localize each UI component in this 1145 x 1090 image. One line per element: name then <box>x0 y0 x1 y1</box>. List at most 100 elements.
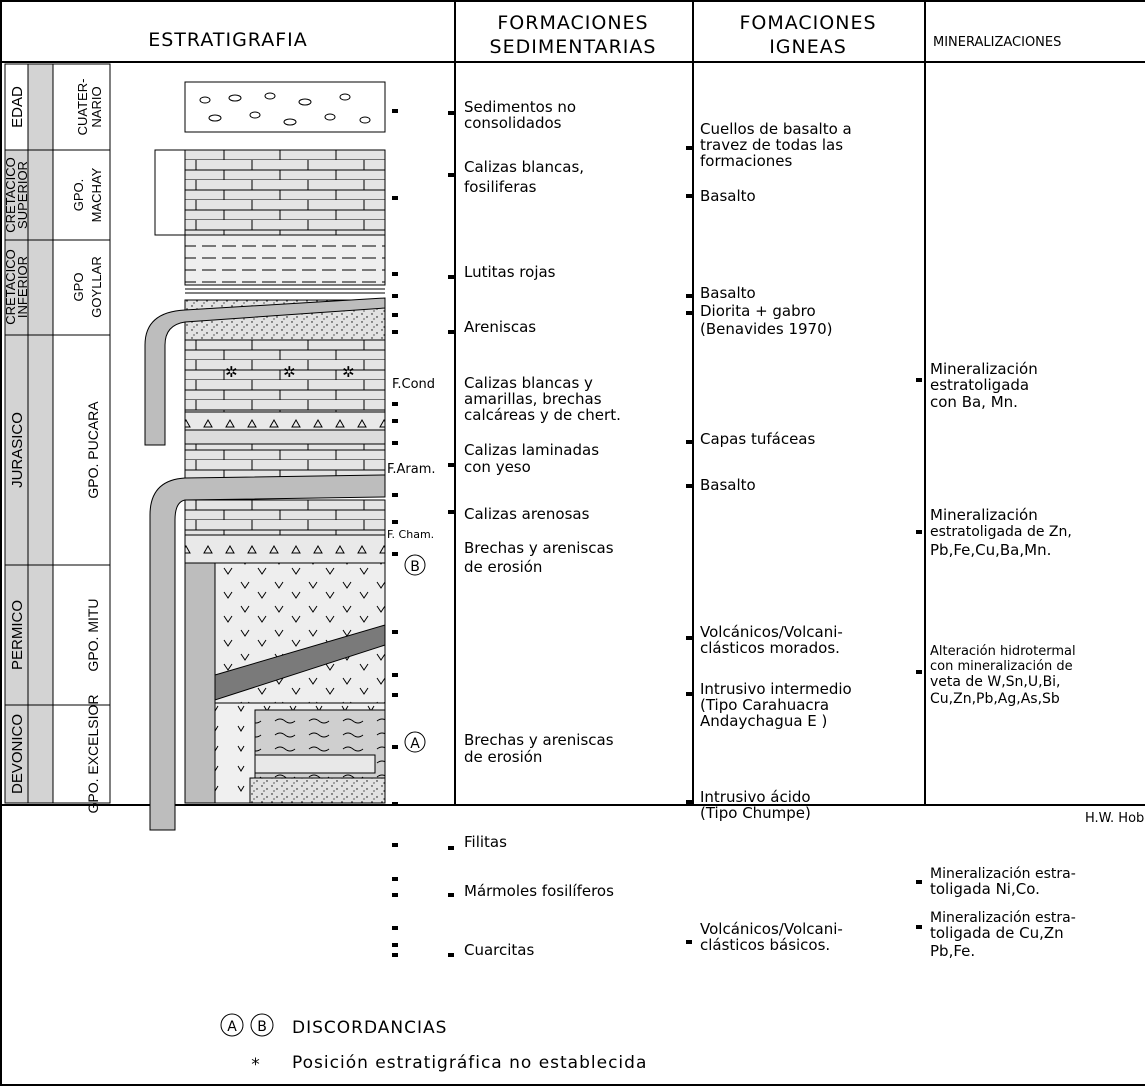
ign-text-11: Intrusivo intermedio <box>700 680 852 698</box>
ign-text-2: formaciones <box>700 152 792 170</box>
min-text-12: Mineralización estra- <box>930 910 1076 926</box>
sed-text-11: Calizas arenosas <box>464 505 590 523</box>
min-text-10: Mineralización estra- <box>930 866 1076 882</box>
min-text-11: toligada Ni,Co. <box>930 880 1040 898</box>
layer-cuarcitas <box>249 777 386 804</box>
sed-text-14: Brechas y areniscas <box>464 731 614 749</box>
age-column <box>4 63 111 804</box>
header-form-sed-2: SEDIMENTARIAS <box>490 36 657 58</box>
svg-text:✲: ✲ <box>283 363 296 381</box>
position-dots <box>392 109 922 957</box>
legend-a-symbol <box>220 1013 244 1037</box>
min-text-5: Pb,Fe,Cu,Ba,Mn. <box>930 541 1051 559</box>
ign-text-7: Capas tufáceas <box>700 430 815 448</box>
igneas-list: Cuellos de basalto a travez de todas las… <box>700 120 852 954</box>
label-f-cond: F.Cond <box>392 377 435 392</box>
min-text-6: Alteración hidrotermal <box>930 644 1076 659</box>
min-text-3: Mineralización <box>930 506 1038 524</box>
ign-text-12: (Tipo Carahuacra <box>700 696 829 714</box>
sed-text-16: Filitas <box>464 833 507 851</box>
min-text-4: estratoligada de Zn, <box>930 524 1072 540</box>
ign-text-6: (Benavides 1970) <box>700 320 832 338</box>
legend: H.W. Hobe A B DISCORDANCIAS * Posición e… <box>220 811 1145 1075</box>
ign-text-13: Andaychagua E ) <box>700 712 827 730</box>
header-form-ign-1: FOMACIONES <box>739 12 876 34</box>
sed-text-4: Lutitas rojas <box>464 263 556 281</box>
min-text-1: estratoligada <box>930 376 1029 394</box>
svg-text:✲: ✲ <box>342 363 355 381</box>
label-f-aram: F.Aram. <box>387 462 436 477</box>
label-permico: PERMICO <box>9 600 26 670</box>
label-cretacico-sup-1: CRETACICO <box>3 157 18 233</box>
layer-brechas-erosion-b <box>184 534 386 564</box>
lithologic-column: ✲ ✲ ✲ B A F.Cond F.Aram. F. Cham. <box>144 81 436 831</box>
label-edad: EDAD <box>9 86 26 128</box>
sed-text-7: amarillas, brechas <box>464 390 602 408</box>
basalt-sill-lower <box>149 474 386 831</box>
min-text-9: Cu,Zn,Pb,Ag,As,Sb <box>930 691 1060 707</box>
layer-calizas-arenosas <box>184 499 386 536</box>
layer-filitas <box>254 709 386 786</box>
min-text-7: con mineralización de <box>930 659 1073 674</box>
ign-text-8: Basalto <box>700 476 756 494</box>
ign-text-4: Basalto <box>700 284 756 302</box>
header-form-ign-2: IGNEAS <box>769 36 847 58</box>
legend-asterisk: * <box>251 1055 261 1075</box>
label-cretacico-inf-2: INFERIOR <box>15 256 30 318</box>
ign-text-10: clásticos morados. <box>700 639 840 657</box>
label-cuaternario-2: NARIO <box>89 86 104 127</box>
ign-text-5: Diorita + gabro <box>700 302 816 320</box>
ign-text-3: Basalto <box>700 187 756 205</box>
header-mineralizaciones: MINERALIZACIONES <box>933 35 1061 50</box>
min-text-2: con Ba, Mn. <box>930 393 1018 411</box>
label-cretacico-sup-2: SUPERIOR <box>15 161 30 229</box>
label-devonico: DEVONICO <box>9 714 26 794</box>
sed-text-15: de erosión <box>464 748 542 766</box>
discordance-b-label: B <box>410 559 420 575</box>
label-machay-1: GPO. <box>71 179 86 212</box>
label-pucara: GPO. PUCARA <box>85 401 101 499</box>
sed-text-1: consolidados <box>464 114 562 132</box>
sed-text-6: Calizas blancas y <box>464 374 593 392</box>
layer-sedimentos <box>184 81 386 133</box>
label-goyllar-1: GPO <box>71 273 86 302</box>
headers: ESTRATIGRAFIA FORMACIONES SEDIMENTARIAS … <box>148 12 1061 58</box>
mitu-dark-band <box>214 624 386 701</box>
min-text-14: Pb,Fe. <box>930 942 975 960</box>
label-machay-2: MACHAY <box>89 167 104 222</box>
layer-lutitas <box>184 234 386 286</box>
sed-text-2: Calizas blancas, <box>464 158 584 176</box>
sed-text-3: fosiliferas <box>464 178 537 196</box>
label-jurasico: JURASICO <box>9 412 26 488</box>
legend-b-symbol <box>250 1013 274 1037</box>
sedimentarias-list: Sedimentos no consolidados Calizas blanc… <box>464 98 621 959</box>
svg-text:✲: ✲ <box>225 363 238 381</box>
ign-text-17: clásticos básicos. <box>700 936 830 954</box>
header-estratigrafia: ESTRATIGRAFIA <box>148 29 308 51</box>
min-text-8: veta de W,Sn,U,Bi, <box>930 674 1061 690</box>
label-f-cham: F. Cham. <box>387 528 434 541</box>
layer-calizas-machay <box>184 149 386 236</box>
min-text-0: Mineralización <box>930 360 1038 378</box>
ign-text-1: travez de todas las <box>700 136 843 154</box>
legend-asterisk-text: Posición estratigráfica no establecida <box>292 1053 647 1073</box>
age-labels: EDAD CRETACICO SUPERIOR CRETACICO INFERI… <box>3 86 30 794</box>
layer-calizas-yeso <box>184 443 386 481</box>
min-text-13: toligada de Cu,Zn <box>930 924 1064 942</box>
ign-text-16: Volcánicos/Volcani- <box>700 920 843 938</box>
sed-text-10: con yeso <box>464 458 531 476</box>
sed-text-0: Sedimentos no <box>464 98 576 116</box>
layer-marmoles <box>254 754 376 774</box>
sed-text-17: Mármoles fosilíferos <box>464 882 614 900</box>
layer-brechas-chert <box>184 411 386 431</box>
sed-text-18: Cuarcitas <box>464 941 534 959</box>
intrusive-dike <box>184 562 216 804</box>
sed-text-9: Calizas laminadas <box>464 441 599 459</box>
sed-text-8: calcáreas y de chert. <box>464 406 621 424</box>
discordance-a-label: A <box>410 736 420 752</box>
ign-text-9: Volcánicos/Volcani- <box>700 623 843 641</box>
ign-text-0: Cuellos de basalto a <box>700 120 852 138</box>
sed-text-13: de erosión <box>464 558 542 576</box>
